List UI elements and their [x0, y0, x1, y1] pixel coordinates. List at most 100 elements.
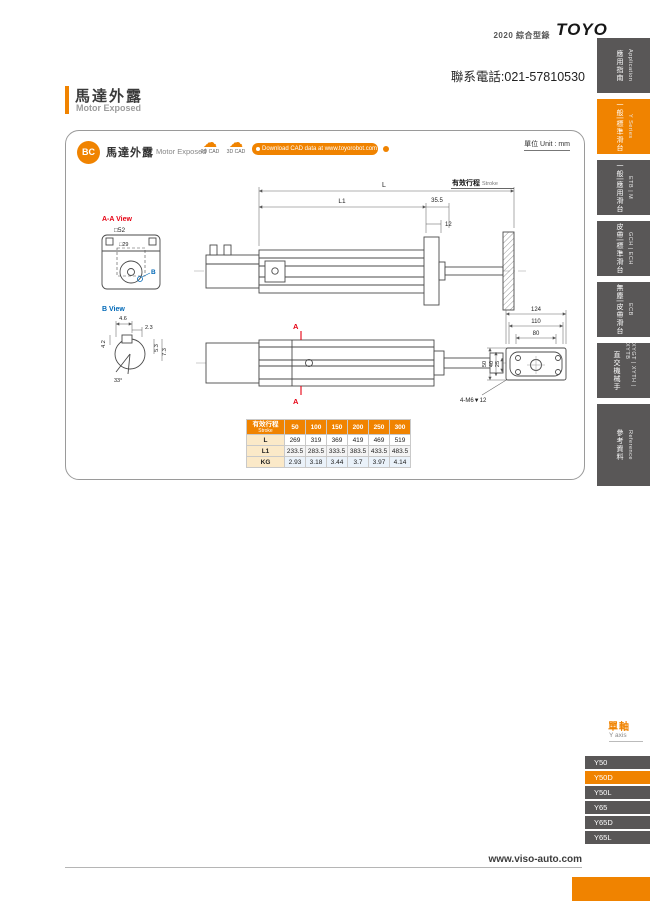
tab-label-cn: 直交機械手 — [613, 350, 620, 391]
sidebar-tab-y-series[interactable]: 一般|標準滑台 Y Series — [597, 99, 650, 154]
table-cell: 3.18 — [305, 456, 327, 468]
page-title: 馬達外露 — [75, 88, 144, 105]
table-row: L1 233.5 283.5 333.5 383.5 433.5 483.5 — [246, 445, 411, 457]
table-cell: 519 — [389, 434, 411, 446]
sidebar-tab-reference[interactable]: 參考資料 Reference — [597, 404, 650, 486]
panel-heading: 馬達外露 — [106, 147, 154, 159]
model-tab-y65l[interactable]: Y65L — [585, 831, 650, 844]
table-cell: 3.7 — [347, 456, 369, 468]
cloud-download-icon: ☁ — [203, 134, 217, 150]
tab-label-en: ECB — [627, 303, 633, 316]
col-header: 250 — [368, 419, 390, 435]
contact-phone: 聯系電話:021-57810530 — [450, 70, 585, 84]
dim-sq52: □52 — [114, 227, 126, 234]
sidebar-tab-etb-m[interactable]: 一般|應用滑台 ETB | M — [597, 160, 650, 215]
model-tab-y50d[interactable]: Y50D — [585, 771, 650, 784]
side-view-drawing — [194, 231, 526, 311]
row-label: KG — [246, 456, 285, 468]
page-subtitle: Motor Exposed — [76, 103, 142, 113]
stroke-label-cn: 有效行程 — [452, 178, 480, 187]
b-view-dimension-lines — [109, 321, 163, 361]
tab-label-en: XYGT | XYTH | XYTB — [624, 343, 636, 387]
dim-4-m6: 4-M6▼12 — [460, 398, 487, 404]
tab-label-en: Application — [627, 49, 633, 82]
table-cell: 333.5 — [326, 445, 348, 457]
axis-label-en: Y axis — [609, 732, 643, 742]
dim-L: L — [382, 182, 386, 189]
footer-accent-block — [572, 877, 650, 901]
sidebar-tab-application[interactable]: 應用指南 Application — [597, 38, 650, 93]
title-accent-bar — [65, 86, 69, 114]
table-cell: 3.44 — [326, 456, 348, 468]
tab-label-en: Y Series — [627, 114, 633, 139]
col-header: 100 — [305, 419, 327, 435]
table-cell: 383.5 — [347, 445, 369, 457]
dim-4-6: 4.6 — [119, 316, 127, 322]
dim-25: 25 — [495, 361, 501, 367]
sidebar-tab-ecb[interactable]: 無塵|皮帶滑台 ECB — [597, 282, 650, 337]
tab-label-cn: 應用指南 — [616, 49, 623, 82]
cad-2d-label: 2D CAD — [200, 149, 220, 155]
stroke-header-cn: 有效行程 — [252, 420, 279, 428]
panel-heading-en: Motor Exposed — [156, 147, 207, 156]
model-tab-y50l[interactable]: Y50L — [585, 786, 650, 799]
dim-2-3: 2.3 — [145, 325, 153, 331]
download-cad-link[interactable]: Download CAD data at www.toyorobot.com — [252, 143, 378, 155]
table-cell: 283.5 — [305, 445, 327, 457]
dim-12: 12 — [445, 222, 452, 228]
plan-view-drawing — [196, 339, 521, 387]
col-header: 50 — [284, 419, 306, 435]
b-detail-mark: B — [151, 269, 156, 276]
technical-drawing: L L1 35.5 12 有效行程 Stroke A-A View □52 □2… — [101, 178, 567, 406]
model-tab-y50[interactable]: Y50 — [585, 756, 650, 769]
table-cell: 269 — [284, 434, 306, 446]
section-a-top: A — [293, 322, 299, 331]
table-cell: 4.14 — [389, 456, 411, 468]
tab-label-cn: 一般|標準滑台 — [616, 101, 623, 152]
dim-sq29: □29 — [119, 242, 128, 248]
axis-label-cn: 單軸 — [608, 722, 630, 733]
product-panel: BC 馬達外露 Motor Exposed ☁ 2D CAD ☁ 3D CAD … — [65, 130, 585, 480]
model-tab-y65[interactable]: Y65 — [585, 801, 650, 814]
cad-3d-download[interactable]: ☁ 3D CAD — [224, 135, 248, 155]
tab-label-cn: 參考資料 — [616, 429, 623, 461]
pill-dot-icon — [256, 147, 260, 151]
col-header: 150 — [326, 419, 348, 435]
tab-label-cn: 皮帶|標準滑台 — [616, 223, 623, 274]
unit-label: 單位 Unit : mm — [524, 139, 570, 151]
dim-40: 40 — [489, 361, 495, 367]
cad-2d-download[interactable]: ☁ 2D CAD — [198, 134, 222, 155]
dim-110: 110 — [531, 319, 541, 325]
table-cell: 233.5 — [284, 445, 306, 457]
tab-label-en: GCH | ECH — [627, 232, 633, 265]
aa-view-drawing — [101, 234, 161, 290]
tab-label-en: ETB | M — [627, 175, 633, 200]
table-cell: 469 — [368, 434, 390, 446]
table-cell: 419 — [347, 434, 369, 446]
table-cell: 369 — [326, 434, 348, 446]
aa-view-label: A-A View — [102, 216, 133, 223]
b-view-drawing — [114, 334, 146, 375]
table-cell: 319 — [305, 434, 327, 446]
table-cell: 433.5 — [368, 445, 390, 457]
footer-url: www.viso-auto.com — [488, 854, 582, 865]
dim-33deg: 33° — [114, 378, 122, 384]
sidebar-tab-gch-ech[interactable]: 皮帶|標準滑台 GCH | ECH — [597, 221, 650, 276]
stroke-header-en: Stroke — [258, 427, 273, 434]
dim-124: 124 — [531, 307, 542, 313]
end-view-dimension-lines — [481, 310, 567, 396]
stroke-spec-table: 有效行程 Stroke 50 100 150 200 250 300 L 269… — [246, 419, 411, 468]
dim-7-3: 7.3 — [162, 348, 168, 356]
dim-5-3: 5.3 — [154, 344, 160, 352]
pill-end-dot-icon — [383, 146, 389, 152]
tab-label-en: Reference — [627, 430, 633, 460]
series-badge: BC — [77, 141, 100, 164]
table-row: L 269 319 369 419 469 519 — [246, 434, 411, 446]
sidebar-tab-xy-robots[interactable]: 直交機械手 XYGT | XYTH | XYTB — [597, 343, 650, 398]
model-tab-y65d[interactable]: Y65D — [585, 816, 650, 829]
b-view-label: B View — [102, 306, 125, 313]
dim-4-2: 4.2 — [101, 340, 107, 348]
stroke-label-en: Stroke — [482, 181, 498, 187]
row-label: L1 — [246, 445, 285, 457]
dim-50: 50 — [482, 361, 488, 367]
